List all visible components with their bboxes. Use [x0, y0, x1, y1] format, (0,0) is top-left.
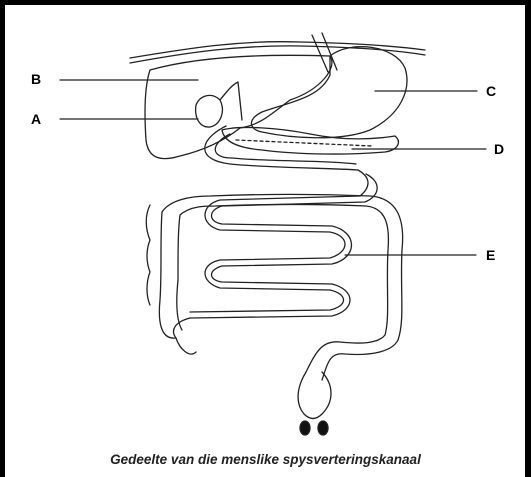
rectum	[298, 372, 331, 419]
stomach	[251, 47, 406, 138]
small-intestine	[190, 170, 368, 312]
gall-bladder	[196, 95, 223, 127]
appendix	[176, 338, 196, 354]
figure-caption: Gedeelte van die menslike spysverterings…	[0, 452, 531, 467]
esophagus	[312, 33, 337, 72]
label-e: E	[486, 248, 495, 262]
label-d: D	[494, 142, 504, 156]
duodenum	[205, 126, 358, 170]
label-b: B	[31, 72, 41, 86]
label-a: A	[31, 112, 41, 126]
label-c: C	[486, 84, 496, 98]
